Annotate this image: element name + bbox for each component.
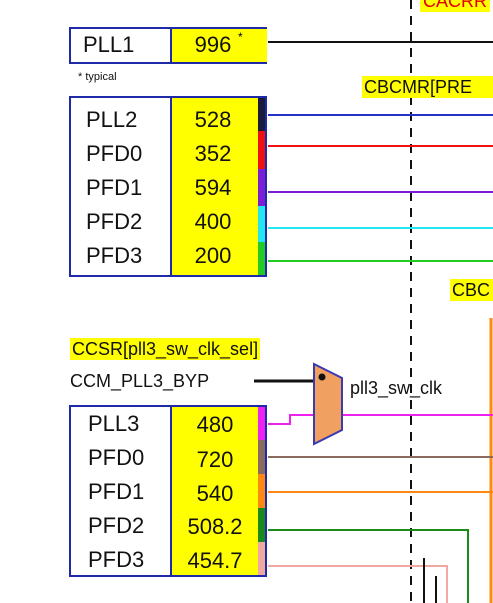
row-name: PFD2 xyxy=(88,513,145,538)
row-name: PFD1 xyxy=(88,479,145,504)
mux-select-dot xyxy=(318,373,326,381)
pll3-sw-clk-label: pll3_sw_clk xyxy=(350,378,443,398)
pfd1-color-swatch xyxy=(258,169,265,206)
pfd1-b-color-swatch xyxy=(258,474,265,508)
row-value: 352 xyxy=(194,141,232,166)
row-value: 528 xyxy=(194,107,232,132)
pll3-group-value-column xyxy=(170,407,260,575)
row-value: 540 xyxy=(196,481,234,506)
pfd2-b-color-swatch xyxy=(258,508,265,542)
pfd3-wire-2 xyxy=(268,565,448,603)
pll3-mux xyxy=(313,362,343,446)
row-name: PFD2 xyxy=(86,209,143,234)
pll2-group-value-column xyxy=(170,98,260,275)
pll3-to-mux-wire xyxy=(268,414,314,425)
row-value: 508.2 xyxy=(187,514,243,539)
row-name: PFD1 xyxy=(86,175,143,200)
row-name: PFD0 xyxy=(88,445,145,470)
row-value: 454.7 xyxy=(187,548,243,573)
pfd0-b-color-swatch xyxy=(258,440,265,474)
pll1-value: 996 xyxy=(194,32,232,57)
ccsr-register-label: CCSR[pll3_sw_clk_sel] xyxy=(70,338,261,360)
row-value: 720 xyxy=(196,447,234,472)
row-name: PFD0 xyxy=(86,141,143,166)
pfd2-color-swatch xyxy=(258,206,265,242)
pll1-asterisk: * xyxy=(238,30,243,44)
top-register-label: CACRR xyxy=(420,0,491,12)
pfd3-b-color-swatch xyxy=(258,542,265,575)
row-value: 594 xyxy=(194,175,232,200)
row-value: 200 xyxy=(194,243,232,268)
row-value: 400 xyxy=(194,209,232,234)
pll1-name: PLL1 xyxy=(83,32,135,57)
typical-note: * typical xyxy=(78,71,117,83)
cbcmr-register-label: CBCMR[PRE xyxy=(362,76,493,98)
pfd0-color-swatch xyxy=(258,131,265,169)
ccm-pll3-byp-label: CCM_PLL3_BYP xyxy=(70,371,210,391)
pll3-color-swatch xyxy=(258,407,265,440)
row-value: 480 xyxy=(196,412,234,437)
row-name: PLL3 xyxy=(88,411,140,436)
pfd2-wire-2 xyxy=(268,529,469,603)
cbc-register-label: CBC xyxy=(450,279,493,301)
pll2-color-swatch xyxy=(258,98,265,131)
pll1-value-cell xyxy=(170,29,267,62)
row-name: PFD3 xyxy=(86,243,143,268)
row-name: PFD3 xyxy=(88,547,145,572)
pfd3-color-swatch xyxy=(258,242,265,275)
row-name: PLL2 xyxy=(86,107,138,132)
